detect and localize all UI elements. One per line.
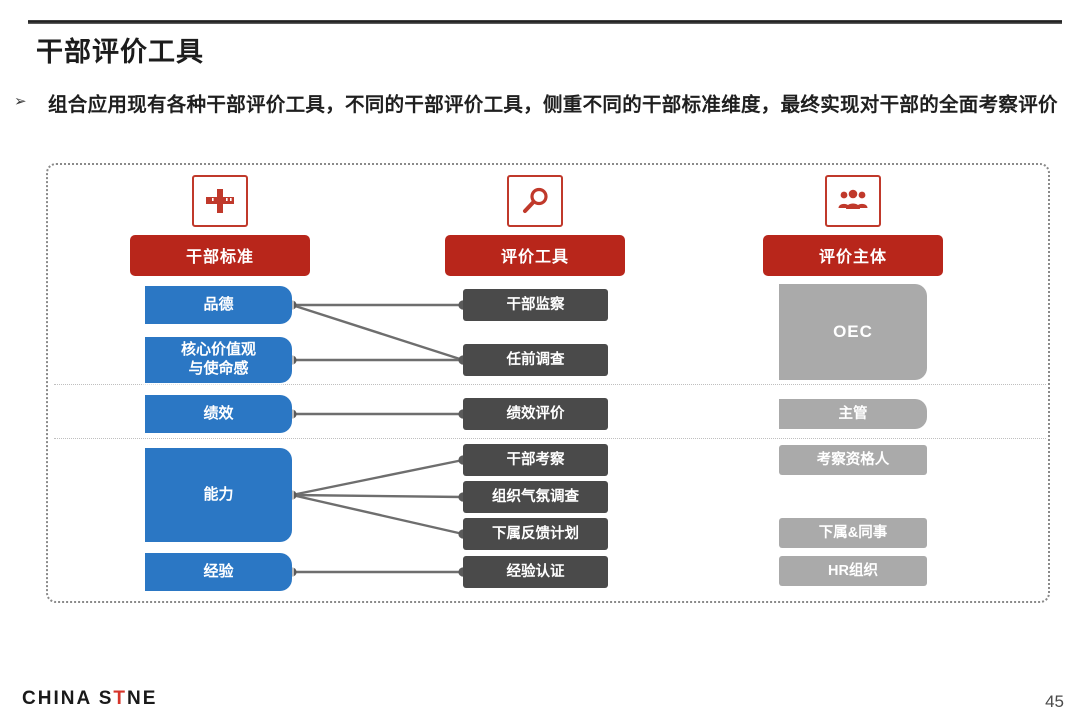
actor-box-kaochaziges[interactable]: 考察资格人 [779, 445, 927, 475]
standard-box-nengli-label: 能力 [203, 485, 234, 503]
column-header-tools: 评价工具 [445, 175, 625, 276]
standard-box-pinde[interactable]: 品德 [145, 286, 292, 324]
actor-box-xiashutongshi-label: 下属&同事 [818, 524, 888, 541]
tool-box-zuzhiqifen-label: 组织气氛调查 [492, 488, 579, 505]
standard-box-nengli[interactable]: 能力 [145, 448, 292, 542]
actor-box-oec-label: OEC [833, 322, 873, 342]
tool-box-xiashufankui[interactable]: 下属反馈计划 [463, 518, 608, 550]
actor-box-oec[interactable]: OEC [779, 284, 927, 380]
column-header-actors-label: 评价主体 [763, 235, 943, 276]
standard-box-hexin[interactable]: 核心价值观 与使命感 [145, 337, 292, 383]
footer-logo-text-right: NE [127, 688, 158, 709]
standard-box-jingyan-label: 经验 [203, 562, 234, 580]
footer-logo-text-left: CHINA S [22, 688, 114, 709]
actor-box-zhuguan-label: 主管 [838, 405, 868, 422]
row-divider-1 [54, 384, 1046, 385]
people-group-icon [825, 175, 881, 227]
tool-box-ganbujiancha-label: 干部监察 [506, 296, 565, 313]
column-header-actors: 评价主体 [763, 175, 943, 276]
actor-box-hrzuzhi-label: HR组织 [828, 562, 878, 579]
tool-box-ganbukaocha[interactable]: 干部考察 [463, 444, 608, 476]
actor-box-xiashutongshi[interactable]: 下属&同事 [779, 518, 927, 548]
bullet-text: 组合应用现有各种干部评价工具，不同的干部评价工具，侧重不同的干部标准维度，最终实… [48, 94, 1058, 116]
tool-box-xiashufankui-label: 下属反馈计划 [492, 525, 579, 542]
standard-box-pinde-label: 品德 [203, 295, 234, 313]
bullet-arrow-icon: ➢ [14, 93, 27, 110]
ruler-icon [192, 175, 248, 227]
tool-box-ganbujiancha[interactable]: 干部监察 [463, 289, 608, 321]
standard-box-jixiao[interactable]: 绩效 [145, 395, 292, 433]
diagram-container: 干部标准 评价工具 评价主体 [46, 163, 1050, 603]
row-divider-2 [54, 438, 1046, 439]
tool-box-jixiaopingjia-label: 绩效评价 [506, 405, 565, 422]
tool-box-renqiandiaocha[interactable]: 任前调查 [463, 344, 608, 376]
bullet-row: ➢ 组合应用现有各种干部评价工具，不同的干部评价工具，侧重不同的干部标准维度，最… [14, 88, 1074, 122]
tool-box-ganbukaocha-label: 干部考察 [506, 451, 565, 468]
page-number: 45 [1045, 692, 1064, 711]
actor-box-zhuguan[interactable]: 主管 [779, 399, 927, 429]
actor-box-kaochaziges-label: 考察资格人 [816, 451, 890, 468]
standard-box-hexin-label: 核心价值观 与使命感 [180, 341, 256, 377]
footer-logo-mark-icon: T [113, 688, 128, 709]
tool-box-jingyanrenzheng[interactable]: 经验认证 [463, 556, 608, 588]
column-header-tools-label: 评价工具 [445, 235, 625, 276]
tool-box-zuzhiqifen[interactable]: 组织气氛调查 [463, 481, 608, 513]
standard-box-jixiao-label: 绩效 [203, 404, 234, 422]
header-rule [28, 20, 1062, 24]
column-header-standards: 干部标准 [130, 175, 310, 276]
magnifier-icon [507, 175, 563, 227]
tool-box-jingyanrenzheng-label: 经验认证 [506, 563, 565, 580]
page-title: 干部评价工具 [36, 37, 204, 67]
tool-box-jixiaopingjia[interactable]: 绩效评价 [463, 398, 608, 430]
column-header-standards-label: 干部标准 [130, 235, 310, 276]
tool-box-renqiandiaocha-label: 任前调查 [506, 351, 565, 368]
footer-logo: CHINA STNE [22, 688, 157, 710]
actor-box-hrzuzhi[interactable]: HR组织 [779, 556, 927, 586]
standard-box-jingyan[interactable]: 经验 [145, 553, 292, 591]
